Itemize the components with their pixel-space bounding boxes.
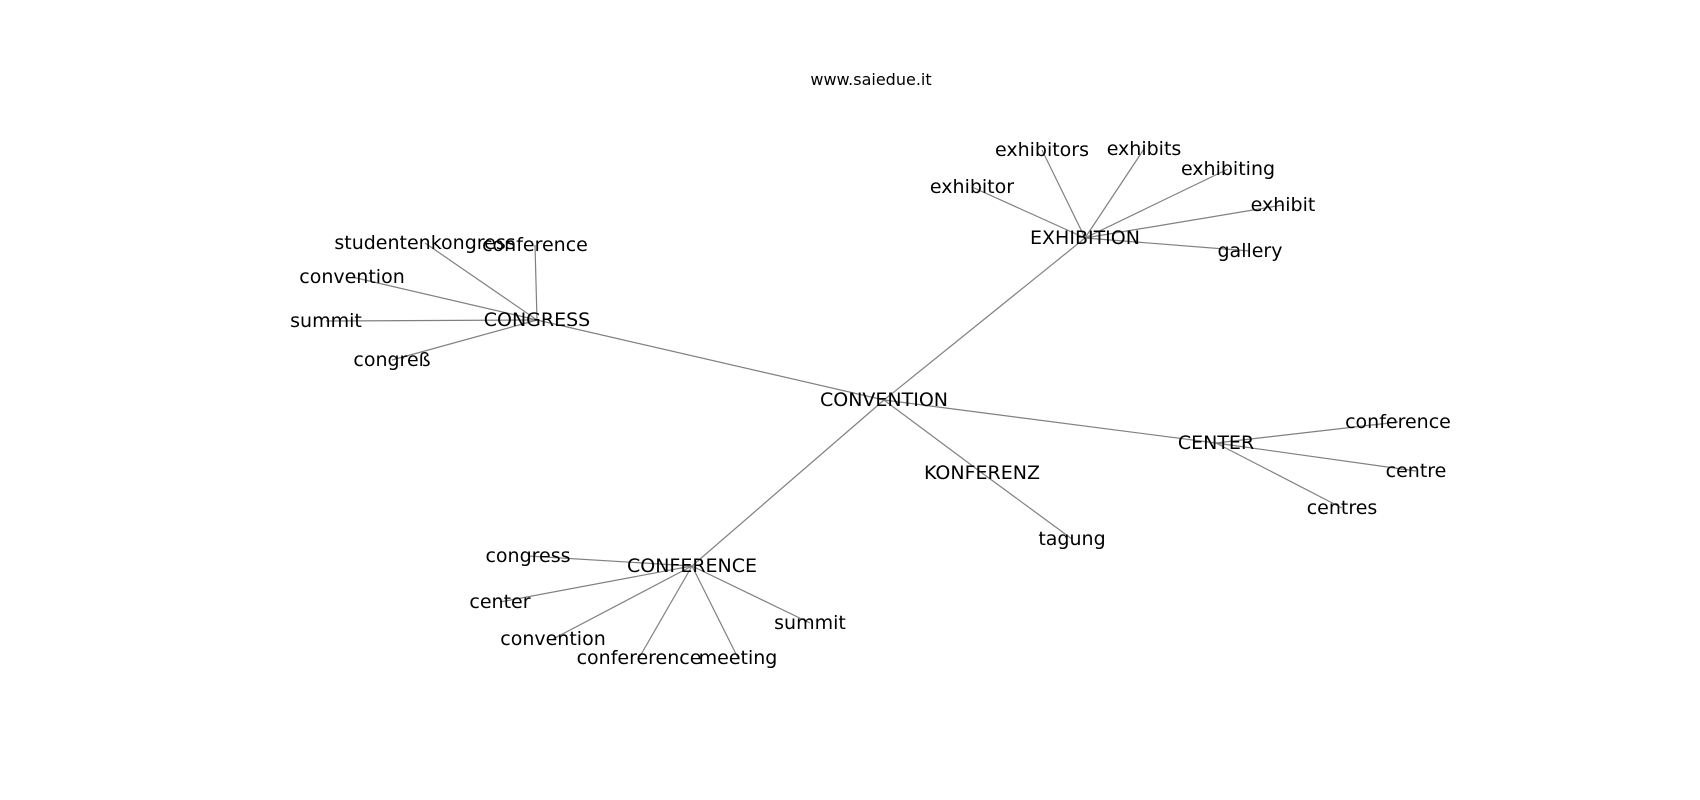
leaf-node-conference-convention: convention xyxy=(500,628,605,650)
edge-konferenz-tagung xyxy=(981,472,1073,540)
leaf-node-conference-summit: summit xyxy=(774,612,846,634)
edge-conference-confererence xyxy=(638,565,693,659)
edge-exhibition-exhibitors xyxy=(1041,149,1086,239)
leaf-node-congress-summit: summit xyxy=(290,310,362,332)
leaf-node-conference-confererence: confererence xyxy=(577,647,702,669)
hub-node-congress: CONGRESS xyxy=(484,309,591,331)
edge-conference-center xyxy=(499,565,693,603)
edge-root-conference xyxy=(691,399,885,567)
leaf-node-exhibition-exhibit: exhibit xyxy=(1251,194,1316,216)
leaf-node-conference-congress: congress xyxy=(485,545,570,567)
edge-exhibition-exhibit xyxy=(1084,204,1284,239)
edge-center-centre xyxy=(1215,442,1417,472)
hub-node-center: CENTER xyxy=(1178,432,1254,454)
edge-conference-meeting xyxy=(691,565,739,659)
edge-exhibition-exhibiting xyxy=(1084,168,1229,239)
edge-root-center xyxy=(883,399,1217,444)
edge-conference-congress xyxy=(527,555,693,567)
edge-conference-convention xyxy=(552,565,693,640)
edge-conference-summit xyxy=(691,565,811,624)
site-url-caption: www.saiedue.it xyxy=(810,70,932,89)
leaf-node-exhibition-exhibits: exhibits xyxy=(1107,138,1182,160)
leaf-node-center-conference: conference xyxy=(1345,411,1451,433)
edge-congress-convention xyxy=(351,276,538,321)
edge-congress-conference xyxy=(534,244,538,321)
edge-exhibition-exhibitor xyxy=(971,186,1086,239)
leaf-node-congress-convention: convention xyxy=(299,266,404,288)
edge-congress-congress xyxy=(391,319,538,361)
leaf-node-conference-center: center xyxy=(469,591,530,613)
leaf-node-exhibition-gallery: gallery xyxy=(1217,240,1282,262)
leaf-node-exhibition-exhibitor: exhibitor xyxy=(930,176,1014,198)
edge-congress-studentenkongress xyxy=(424,242,538,321)
leaf-node-congress-studentenkongress: studentenkongress xyxy=(334,232,515,254)
hub-node-konferenz: KONFERENZ xyxy=(924,462,1040,484)
edge-exhibition-gallery xyxy=(1084,237,1251,252)
hub-node-exhibition: EXHIBITION xyxy=(1030,227,1140,249)
leaf-node-exhibition-exhibiting: exhibiting xyxy=(1181,158,1275,180)
edge-root-exhibition xyxy=(883,237,1086,401)
edge-root-konferenz xyxy=(883,399,983,474)
leaf-node-congress-congress: congreß xyxy=(353,349,430,371)
leaf-node-exhibition-exhibitors: exhibitors xyxy=(995,139,1089,161)
hub-node-conference: CONFERENCE xyxy=(627,555,757,577)
leaf-node-konferenz-tagung: tagung xyxy=(1038,528,1105,550)
edge-center-conference xyxy=(1215,421,1399,444)
leaf-node-congress-conference: conference xyxy=(482,234,588,256)
leaf-node-center-centre: centre xyxy=(1386,460,1447,482)
edge-root-congress xyxy=(536,319,885,401)
leaf-node-conference-meeting: meeting xyxy=(699,647,778,669)
leaf-node-center-centres: centres xyxy=(1307,497,1378,519)
root-node-convention: CONVENTION xyxy=(820,389,948,411)
edge-congress-summit xyxy=(325,319,538,322)
edge-center-centres xyxy=(1215,442,1343,509)
edge-exhibition-exhibits xyxy=(1084,148,1145,239)
